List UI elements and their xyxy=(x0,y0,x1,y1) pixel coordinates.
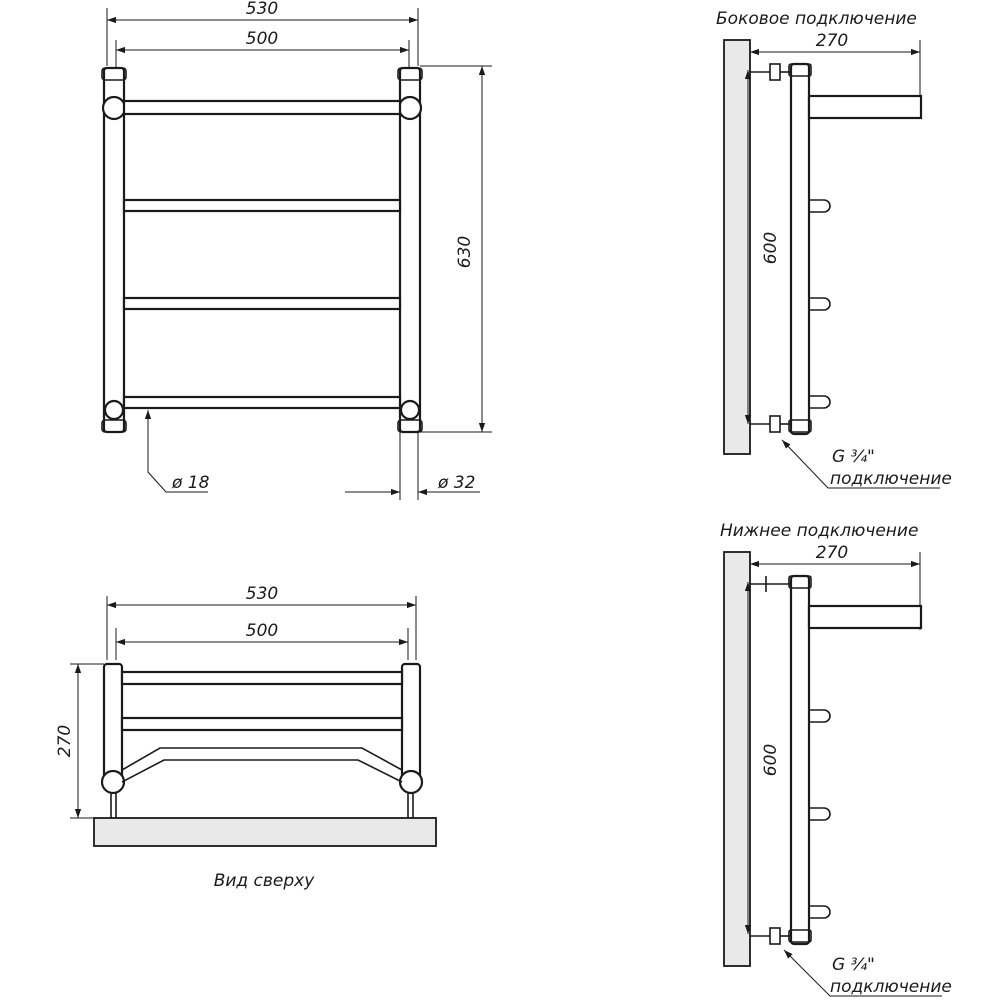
bottom-connector-leader xyxy=(783,949,942,997)
bent-rung xyxy=(121,747,403,771)
bottom-wall xyxy=(723,551,751,967)
bottom-connector-size: G ¾" xyxy=(832,955,875,975)
dim-d32: ø 32 xyxy=(437,473,475,493)
dim-500-top: 500 xyxy=(246,621,278,641)
right-top-cap xyxy=(397,95,423,121)
top-view-caption: Вид сверху xyxy=(214,871,316,891)
rung-1 xyxy=(122,99,402,116)
top-right-pipe xyxy=(400,662,422,782)
bottom-connector-label: подключение xyxy=(830,977,952,997)
bottom-connection-title: Нижнее подключение xyxy=(720,521,918,541)
left-vertical-pipe xyxy=(102,66,126,434)
side-vertical-pipe xyxy=(789,62,811,436)
bottom-top-bar xyxy=(807,604,923,630)
side-connector-label: подключение xyxy=(830,469,952,489)
side-connection-view: Боковое подключение 270 600 G ¾" подключ… xyxy=(716,9,952,489)
side-connection-title: Боковое подключение xyxy=(716,9,917,29)
side-connector-size: G ¾" xyxy=(832,447,875,467)
top-view: 530 500 270 Вид сверху xyxy=(55,584,437,891)
dim-d18: ø 18 xyxy=(171,473,210,493)
rung-3 xyxy=(122,296,402,311)
dim-600-bottom: 600 xyxy=(761,744,781,776)
dim-630: 630 xyxy=(455,236,475,268)
dim-530-front: 530 xyxy=(246,0,278,19)
bottom-vertical-pipe xyxy=(789,574,811,946)
side-connector-leader xyxy=(781,439,940,489)
leader-d18 xyxy=(144,410,208,493)
dim-270-bottom: 270 xyxy=(816,543,848,563)
side-top-bar xyxy=(807,94,923,120)
bottom-connection-view: Нижнее подключение 270 600 G ¾" подключе xyxy=(720,521,952,997)
dim-530-top: 530 xyxy=(246,584,278,604)
dim-270-side: 270 xyxy=(816,31,848,51)
rung-4 xyxy=(122,395,402,410)
dim-500-front: 500 xyxy=(246,29,278,49)
side-wall xyxy=(723,39,751,455)
dim-600-side: 600 xyxy=(761,232,781,264)
top-view-wall xyxy=(93,817,437,847)
right-vertical-pipe xyxy=(398,66,422,434)
rung-2 xyxy=(122,198,402,213)
left-top-cap xyxy=(101,95,127,121)
dim-270-top: 270 xyxy=(55,725,75,757)
top-left-pipe xyxy=(102,662,124,782)
front-view: 530 500 630 ø 18 ø 32 xyxy=(101,0,492,500)
